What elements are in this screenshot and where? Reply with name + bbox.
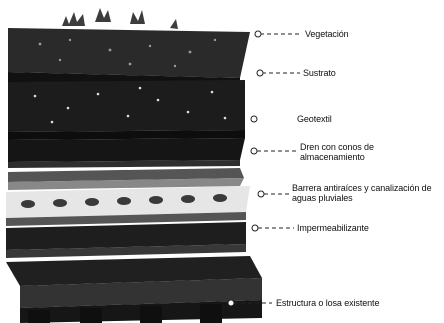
label-drain: Dren con conos de almacenamiento: [300, 142, 374, 162]
substrate-layer: [8, 80, 245, 140]
waterproofing-layer: [6, 222, 246, 258]
geotextile-layer: [8, 138, 245, 168]
root-barrier-layer: [6, 186, 250, 226]
vegetation-layer: [8, 8, 250, 88]
label-vegetation: Vegetación: [305, 29, 349, 39]
label-substrate: Sustrato: [303, 68, 336, 78]
structure-layer: [6, 256, 262, 323]
leader-lines: [227, 30, 302, 307]
label-root-barrier: Barrera antiraíces y canalización de agu…: [292, 183, 432, 203]
drain-layer: [8, 168, 244, 190]
label-geotextile: Geotextil: [297, 114, 332, 124]
label-structure: Estructura o losa existente: [276, 298, 380, 308]
label-waterproofing: Impermeabilizante: [297, 223, 369, 233]
